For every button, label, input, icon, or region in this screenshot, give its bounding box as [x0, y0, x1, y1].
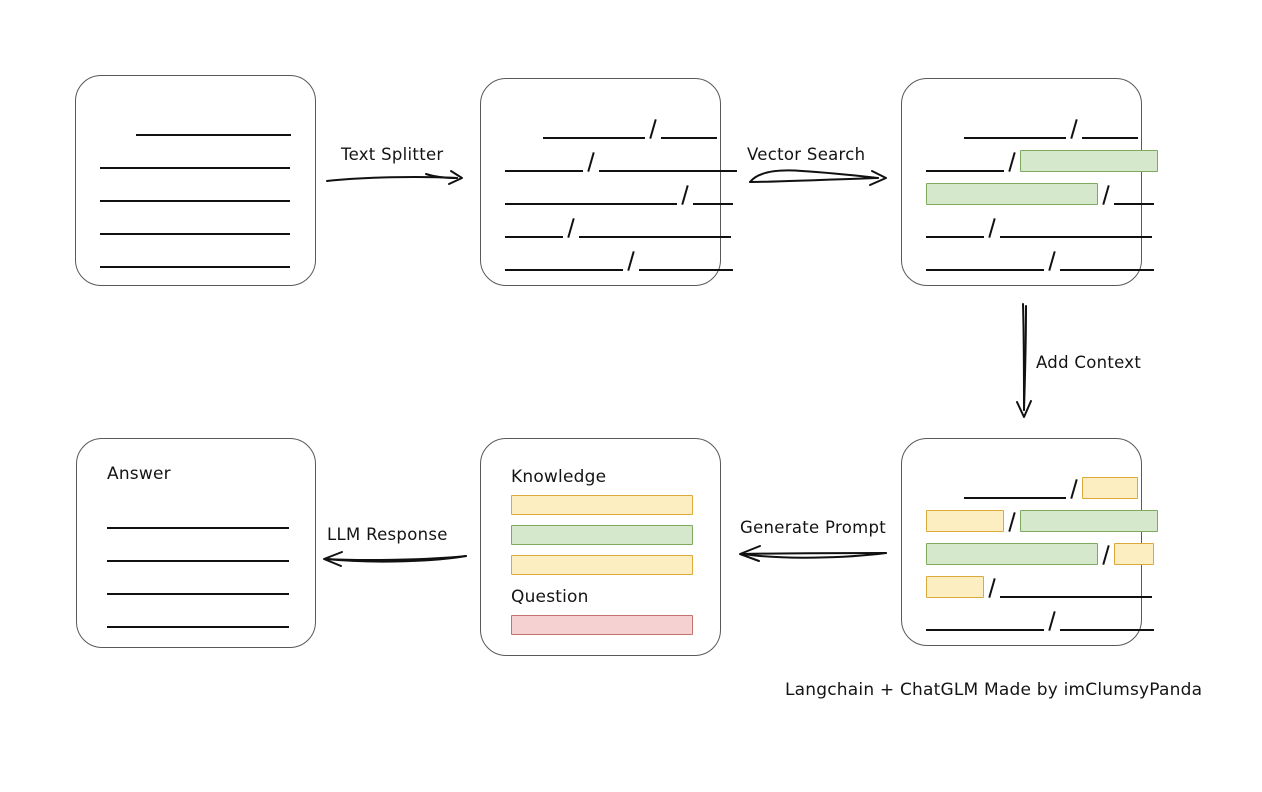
- text-rule: [107, 626, 289, 628]
- arrow-add-context: [1016, 303, 1032, 418]
- answer-title: Answer: [107, 464, 171, 484]
- edge-label-add-context: Add Context: [1036, 353, 1142, 372]
- text-rule: [1000, 236, 1152, 238]
- text-rule: [926, 170, 1004, 172]
- arrow-generate-prompt: [739, 545, 887, 562]
- chunk-separator-slash: [988, 218, 996, 238]
- text-rule: [693, 203, 733, 205]
- node-body: [902, 439, 1158, 645]
- highlight-chip-yellow: [926, 576, 984, 598]
- text-rule: [599, 170, 737, 172]
- node-prompt[interactable]: Knowledge Question: [480, 438, 721, 656]
- text-rule: [964, 137, 1066, 139]
- prompt-knowledge-heading: Knowledge: [511, 467, 607, 487]
- highlight-chip-green: [1020, 150, 1158, 172]
- chunk-separator-slash: [1048, 611, 1056, 631]
- chunk-separator-slash: [681, 185, 689, 205]
- node-split-chunks[interactable]: [480, 78, 737, 286]
- text-rule: [100, 266, 290, 268]
- highlight-chip-green: [926, 183, 1098, 205]
- text-rule: [107, 593, 289, 595]
- text-rule: [926, 629, 1044, 631]
- diagram-caption: Langchain + ChatGLM Made by imClumsyPand…: [785, 680, 1203, 700]
- text-rule: [136, 134, 291, 136]
- text-rule: [1000, 596, 1152, 598]
- highlight-chip-green: [1020, 510, 1158, 532]
- chunk-separator-slash: [1008, 512, 1016, 532]
- chunk-separator-slash: [988, 578, 996, 598]
- highlight-chip-yellow: [1114, 543, 1154, 565]
- text-rule: [543, 137, 645, 139]
- chunk-separator-slash: [1070, 479, 1078, 499]
- edge-label-llm-response: LLM Response: [327, 525, 448, 544]
- node-body: [481, 79, 737, 285]
- text-rule: [107, 560, 289, 562]
- text-rule: [505, 269, 623, 271]
- chunk-separator-slash: [1070, 119, 1078, 139]
- text-rule: [964, 497, 1066, 499]
- chunk-separator-slash: [649, 119, 657, 139]
- text-rule: [505, 203, 677, 205]
- node-body: [902, 79, 1158, 285]
- chunk-separator-slash: [587, 152, 595, 172]
- node-context-chunks[interactable]: [901, 438, 1158, 646]
- text-rule: [107, 527, 289, 529]
- text-rule: [100, 233, 290, 235]
- highlight-chip-green: [926, 543, 1098, 565]
- node-body: [76, 76, 315, 285]
- text-rule: [639, 269, 733, 271]
- text-rule: [1082, 137, 1138, 139]
- highlight-chip-yellow: [1082, 477, 1138, 499]
- arrow-vector-search: [749, 169, 887, 186]
- chunk-separator-slash: [1102, 545, 1110, 565]
- text-rule: [505, 170, 583, 172]
- arrow-text-splitter: [326, 170, 463, 185]
- text-rule: [100, 167, 290, 169]
- text-rule: [1114, 203, 1154, 205]
- chunk-separator-slash: [1008, 152, 1016, 172]
- edge-label-generate-prompt: Generate Prompt: [740, 518, 886, 537]
- node-source-document[interactable]: [75, 75, 316, 286]
- text-rule: [1060, 269, 1154, 271]
- text-rule: [1060, 629, 1154, 631]
- knowledge-bar-yellow: [511, 495, 693, 515]
- node-matched-chunks[interactable]: [901, 78, 1158, 286]
- node-body: Knowledge Question: [481, 439, 720, 655]
- question-bar-red: [511, 615, 693, 635]
- text-rule: [100, 200, 290, 202]
- chunk-separator-slash: [627, 251, 635, 271]
- knowledge-bar-yellow: [511, 555, 693, 575]
- text-rule: [926, 269, 1044, 271]
- chunk-separator-slash: [567, 218, 575, 238]
- node-body: Answer: [77, 439, 315, 647]
- chunk-separator-slash: [1048, 251, 1056, 271]
- text-rule: [926, 236, 984, 238]
- chunk-separator-slash: [1102, 185, 1110, 205]
- edge-label-text-splitter: Text Splitter: [341, 145, 444, 164]
- highlight-chip-yellow: [926, 510, 1004, 532]
- edge-label-vector-search: Vector Search: [747, 145, 866, 164]
- text-rule: [579, 236, 731, 238]
- text-rule: [505, 236, 563, 238]
- arrow-llm-response: [323, 551, 467, 567]
- prompt-question-heading: Question: [511, 587, 589, 607]
- knowledge-bar-green: [511, 525, 693, 545]
- text-rule: [661, 137, 717, 139]
- node-answer[interactable]: Answer: [76, 438, 316, 648]
